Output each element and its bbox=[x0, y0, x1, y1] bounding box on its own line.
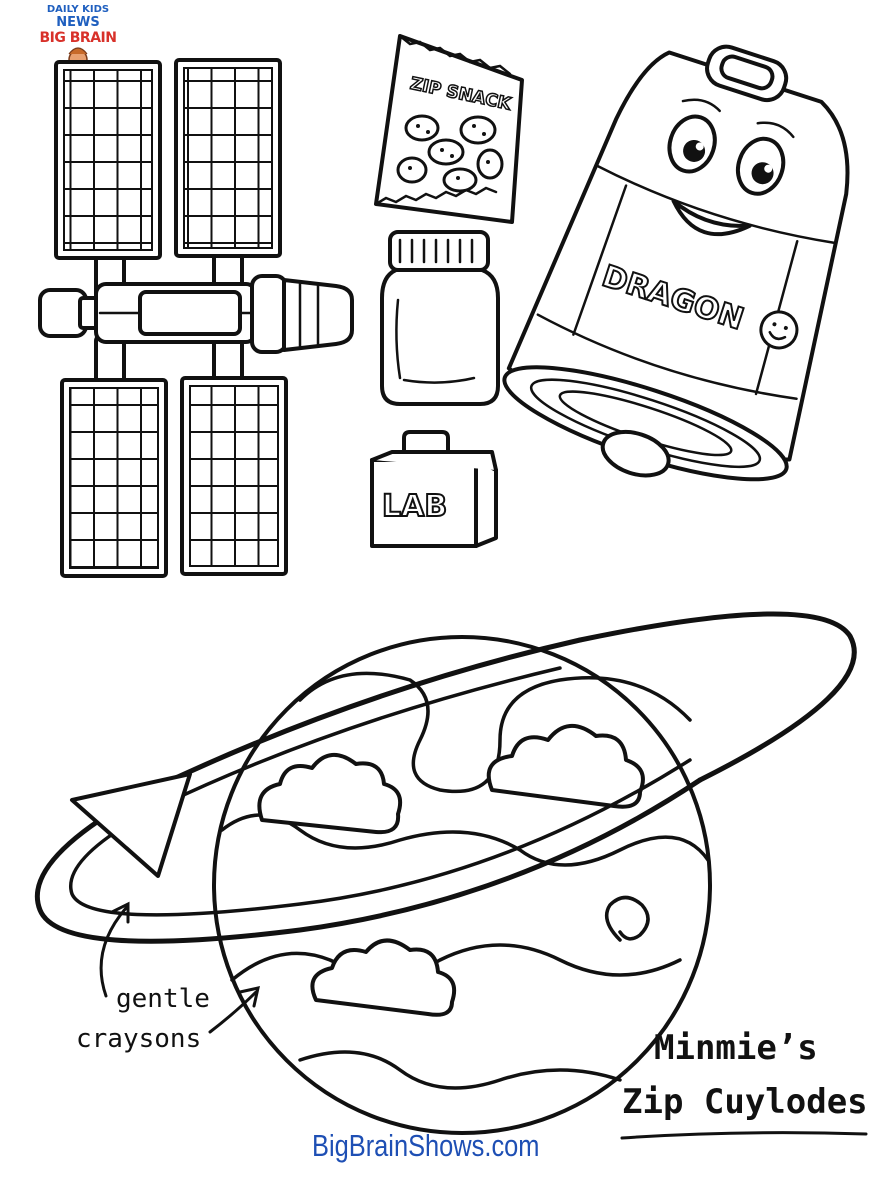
jar bbox=[380, 230, 500, 406]
footer-url[interactable]: BigBrainShows.com bbox=[312, 1128, 540, 1163]
solar-panel-top-left bbox=[54, 60, 162, 260]
logo-line-3: BIG BRAIN bbox=[39, 30, 117, 46]
page-title-line-1: Minmie’s bbox=[654, 1028, 818, 1068]
annotation-line-1: gentle bbox=[116, 984, 210, 1014]
solar-panel-bottom-left bbox=[60, 378, 168, 578]
logo-line-1: DAILY KIDS bbox=[46, 4, 110, 15]
snack-bag: ZIP SNACK bbox=[374, 34, 524, 224]
ringed-planet bbox=[34, 611, 857, 1135]
snack-cookie-shapes bbox=[396, 114, 504, 193]
lab-label: LAB bbox=[382, 489, 447, 524]
dragon-capsule: DRAGON bbox=[502, 44, 850, 482]
annotation-line-2: craysons bbox=[76, 1024, 202, 1054]
solar-panel-bottom-right bbox=[180, 376, 288, 576]
space-station bbox=[38, 58, 354, 578]
logo-line-2: NEWS bbox=[56, 15, 100, 30]
solar-panel-top-right bbox=[174, 58, 282, 258]
title-underline bbox=[620, 1131, 868, 1140]
lab-case: LAB bbox=[370, 430, 498, 548]
page-title-line-2: Zip Cuylodes bbox=[622, 1082, 868, 1122]
